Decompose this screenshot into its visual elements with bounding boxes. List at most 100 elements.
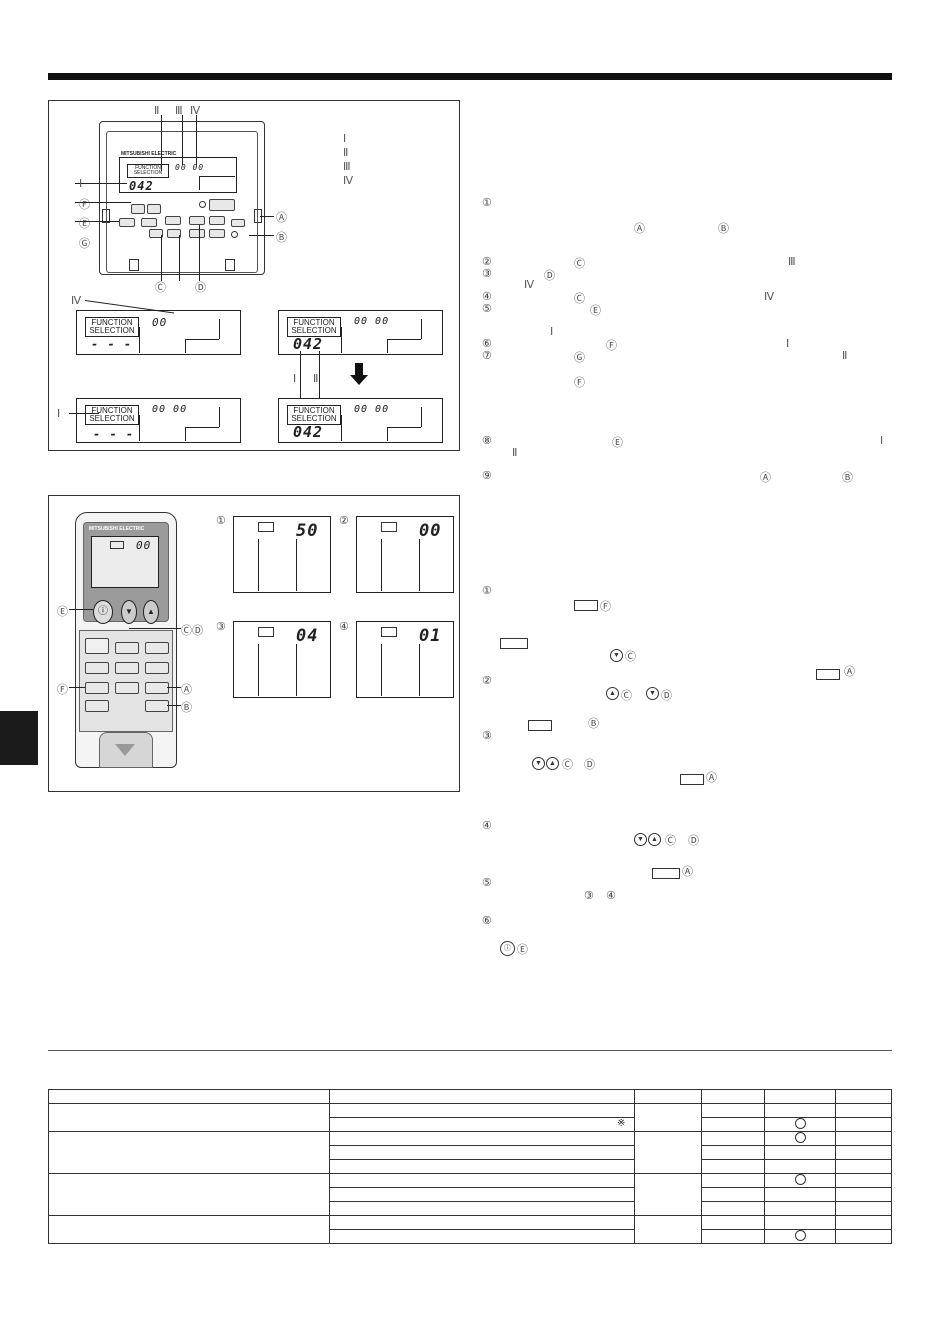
callout-a: Ⓐ	[181, 684, 192, 696]
step-5: ⑤	[482, 303, 492, 315]
table-row	[49, 1187, 892, 1202]
temp-up-button[interactable]	[147, 204, 161, 214]
check-button[interactable]	[149, 229, 163, 238]
step-4: ④	[482, 820, 492, 832]
screen-divider	[199, 176, 235, 177]
function-selection-label: FUNCTION SELECTION	[85, 405, 139, 425]
lcd-panel-step2: FUNCTION SELECTION - - - 00 00	[76, 398, 241, 443]
section-side-tab	[0, 711, 38, 765]
fan-button[interactable]	[115, 642, 139, 654]
mark-a: Ⓐ	[634, 223, 645, 235]
lcd-square	[381, 522, 397, 532]
mark-c: Ⓒ	[625, 651, 636, 663]
section-divider	[48, 1050, 892, 1051]
button-row2-left[interactable]	[85, 662, 109, 674]
on-off-button[interactable]: ⓘ	[93, 600, 113, 624]
lcd-divider	[219, 319, 220, 339]
led-indicator	[199, 201, 206, 208]
mark-a: Ⓐ	[682, 866, 693, 878]
clear-button[interactable]	[189, 229, 205, 238]
callout-roman-2: Ⅱ	[154, 105, 160, 117]
set-button[interactable]	[167, 229, 181, 238]
step-3: ③	[482, 730, 492, 742]
timer-button[interactable]	[165, 216, 181, 225]
fan-button[interactable]	[189, 216, 205, 225]
table-header-row	[48, 1089, 892, 1104]
mark-roman-1: Ⅰ	[550, 326, 554, 338]
remote-lcd: 00	[91, 536, 159, 588]
time-display: 00 00	[152, 404, 188, 415]
mode-button[interactable]	[119, 218, 135, 227]
default-mark-icon	[794, 1174, 806, 1185]
filter-button[interactable]	[209, 229, 225, 238]
temp-down-button[interactable]: ▼	[121, 600, 137, 624]
louver-button[interactable]	[209, 216, 225, 225]
on-off-button[interactable]	[209, 199, 235, 211]
lcd-panel-3: 04	[233, 621, 331, 698]
instructions-wireless: ① Ⓕ ▼ Ⓒ Ⓐ ② ▲ Ⓒ ▼ Ⓓ Ⓑ ③ ▼ ▲ Ⓒ Ⓓ Ⓐ ④ ▼ ▲ …	[480, 580, 892, 960]
mark-b: Ⓑ	[842, 472, 853, 484]
mode-button[interactable]	[85, 638, 109, 654]
lcd-panel-step1: FUNCTION SELECTION - - - 00	[76, 310, 241, 355]
on-off-button-icon: ⓘ	[500, 941, 515, 956]
step-number: ②	[339, 515, 349, 527]
lcd-divider	[381, 539, 382, 591]
down-button-icon: ▼	[610, 649, 623, 662]
callout-g: Ⓖ	[79, 238, 90, 250]
step-1: ①	[482, 585, 492, 597]
clear-button[interactable]	[145, 700, 169, 712]
timer-on-button[interactable]	[145, 642, 169, 654]
callout-f: Ⓕ	[79, 199, 90, 211]
brand-logo: MITSUBISHI ELECTRIC	[89, 526, 145, 532]
lcd-square	[110, 541, 124, 549]
leader-line	[196, 115, 197, 165]
mark-c: Ⓒ	[665, 835, 676, 847]
figure-wired-remote: MITSUBISHI ELECTRIC FUNCTION SELECTION 0…	[48, 100, 460, 451]
leader-line	[199, 225, 200, 281]
blinking-value: 00	[419, 521, 442, 541]
screen-divider	[199, 176, 200, 190]
lcd-divider	[387, 427, 421, 428]
louver-button[interactable]	[115, 682, 139, 694]
lcd-divider	[219, 407, 220, 427]
leader-line	[75, 183, 127, 184]
leader-line	[260, 216, 274, 217]
check-button[interactable]	[85, 682, 109, 694]
mark-b: Ⓑ	[588, 718, 599, 730]
set-button[interactable]	[145, 682, 169, 694]
table-row	[49, 1229, 892, 1244]
temp-down-button[interactable]	[131, 204, 145, 214]
vane-button[interactable]	[231, 219, 245, 227]
timer-off-button[interactable]	[145, 662, 169, 674]
down-button-icon: ▼	[634, 833, 647, 846]
key-symbol	[528, 720, 552, 731]
mark-roman-4: Ⅳ	[764, 291, 775, 303]
reset-button[interactable]	[85, 700, 109, 712]
leader-line	[75, 221, 119, 222]
mark-c: Ⓒ	[562, 759, 573, 771]
step-5: ⑤	[482, 877, 492, 889]
function-selection-label: FUNCTION SELECTION	[85, 317, 139, 337]
clip-right	[225, 259, 235, 271]
mark-roman-2: Ⅱ	[842, 350, 848, 362]
test-button[interactable]	[141, 218, 157, 227]
arrow-down-icon	[350, 375, 368, 385]
temp-up-button[interactable]: ▲	[143, 600, 159, 624]
lcd-divider	[419, 644, 420, 696]
vane-button[interactable]	[115, 662, 139, 674]
lcd-divider	[341, 415, 342, 441]
code-display: 042	[293, 335, 324, 353]
lcd-panel-step4: FUNCTION SELECTION 042 00 00	[278, 398, 443, 443]
ref-step-3: ③	[584, 890, 594, 902]
callout-b: Ⓑ	[181, 702, 192, 714]
callout-d: Ⓓ	[195, 282, 206, 294]
table-row	[48, 1215, 892, 1244]
leader-line	[319, 351, 320, 421]
callout-roman-4: Ⅳ	[190, 105, 201, 117]
lcd-divider	[185, 339, 219, 340]
time-display: 00	[152, 316, 168, 329]
step-3: ③	[482, 268, 492, 280]
leader-line	[75, 202, 131, 203]
default-mark-icon	[794, 1118, 806, 1129]
dashes-display: - - -	[93, 427, 135, 441]
